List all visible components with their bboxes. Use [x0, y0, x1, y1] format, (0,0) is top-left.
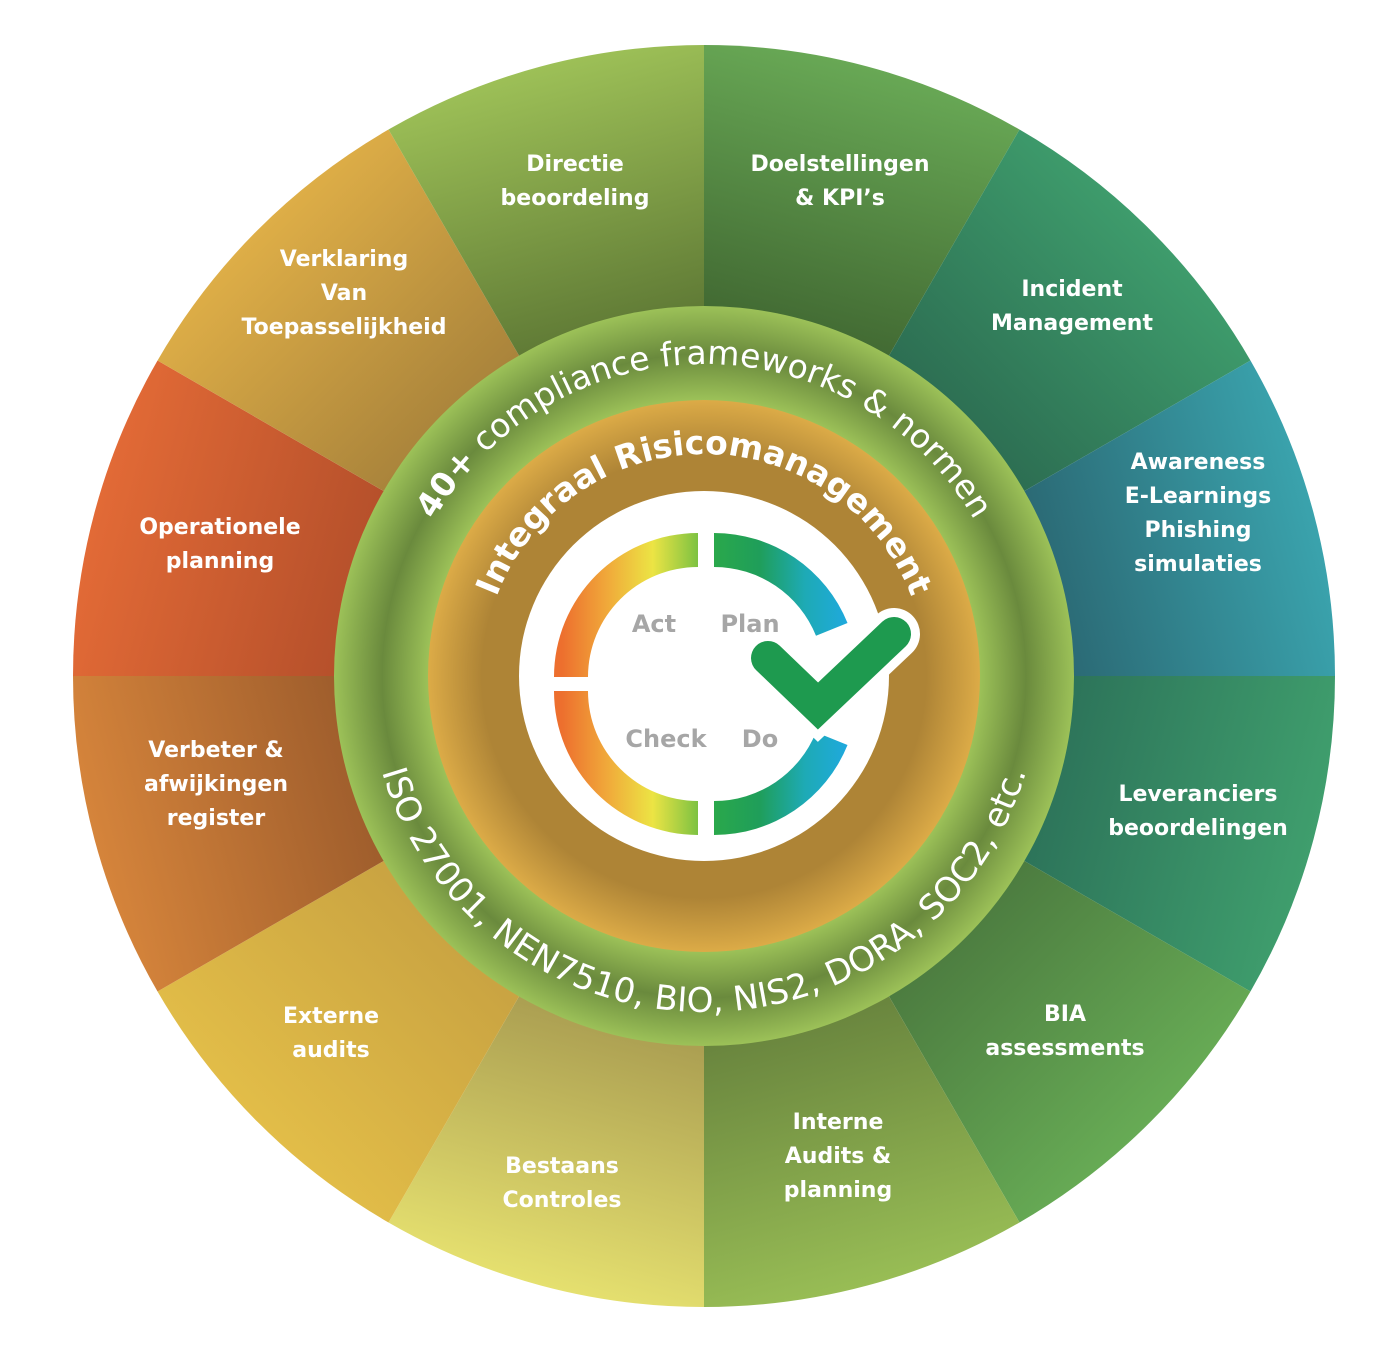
segment-label-line: Audits &: [785, 1144, 891, 1169]
segment-label-leveranciers: Leveranciers beoordelingen: [1108, 782, 1288, 841]
segment-label-line: & KPI’s: [795, 186, 885, 211]
segment-label-line: Bestaans: [505, 1154, 619, 1179]
segment-label-line: audits: [292, 1038, 369, 1063]
segment-label-externe-audits: Externe audits: [283, 1004, 379, 1063]
segment-label-line: Incident: [1021, 277, 1123, 302]
checkmark-icon: [742, 608, 920, 742]
plan-arc: [714, 533, 848, 636]
segment-label-line: planning: [784, 1178, 892, 1203]
segment-label-line: Verklaring: [280, 247, 408, 272]
segment-label-line: Directie: [526, 152, 624, 177]
segment-label-line: Leveranciers: [1118, 782, 1277, 807]
segment-label-line: Toepasselijkheid: [242, 315, 447, 340]
pdca-cycle: Act Plan Check Do: [554, 533, 920, 835]
segment-label-line: Verbeter &: [148, 738, 283, 763]
check-label: Check: [625, 725, 707, 753]
segment-label-line: planning: [166, 549, 274, 574]
segment-label-line: register: [167, 806, 266, 831]
segment-label-line: Externe: [283, 1004, 379, 1029]
segment-label-line: Doelstellingen: [751, 152, 930, 177]
segment-label-line: Phishing: [1144, 518, 1251, 543]
do-arc: [714, 732, 848, 835]
segment-label-line: E-Learnings: [1125, 484, 1272, 509]
segment-label-operationele: Operationele planning: [139, 515, 300, 574]
segment-label-line: simulaties: [1134, 552, 1262, 577]
segment-label-line: Operationele: [139, 515, 300, 540]
do-label: Do: [742, 725, 778, 753]
segment-label-verbeter: Verbeter & afwijkingen register: [144, 738, 288, 831]
segment-label-line: beoordelingen: [1108, 816, 1288, 841]
check-arc: [554, 691, 698, 835]
segment-label-bia: BIA assessments: [985, 1002, 1144, 1061]
segment-label-line: Interne: [793, 1110, 884, 1135]
segment-label-directie: Directie beoordeling: [501, 152, 650, 211]
act-arc: [554, 533, 698, 677]
segment-label-line: beoordeling: [501, 186, 650, 211]
segment-label-line: Van: [321, 281, 367, 306]
act-label: Act: [632, 610, 676, 638]
segment-label-doelstellingen: Doelstellingen & KPI’s: [751, 152, 930, 211]
segment-label-line: Awareness: [1131, 450, 1266, 475]
segment-label-line: Management: [991, 311, 1153, 336]
segment-label-line: Controles: [503, 1188, 622, 1213]
segment-label-line: afwijkingen: [144, 772, 288, 797]
segment-label-line: BIA: [1044, 1002, 1086, 1027]
segment-label-line: assessments: [985, 1036, 1144, 1061]
